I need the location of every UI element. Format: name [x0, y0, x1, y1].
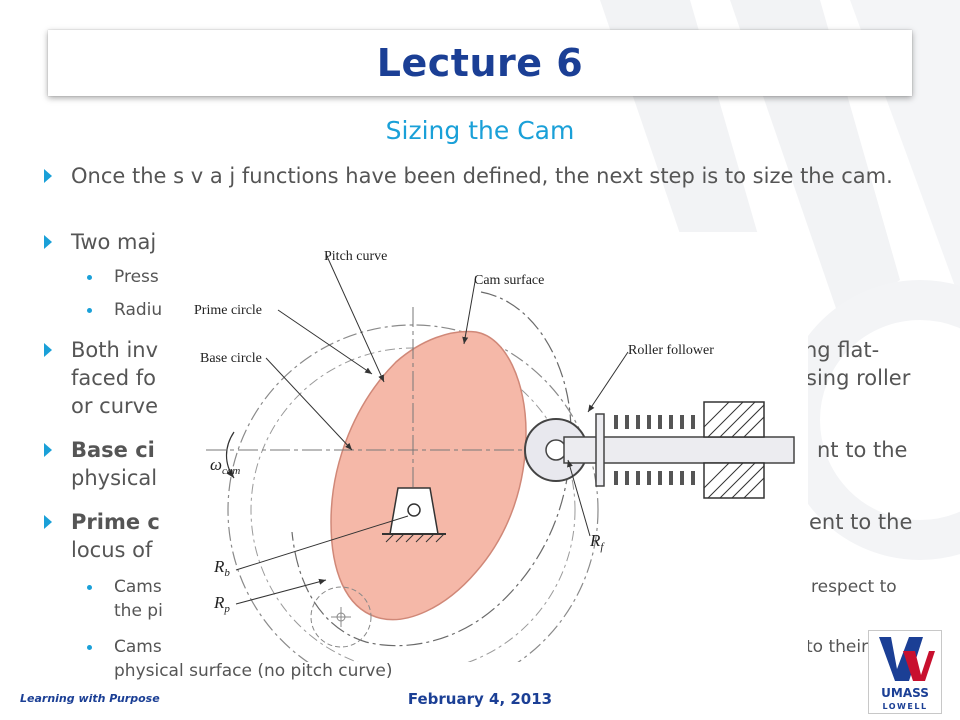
bullet-3-tail: ng flat-	[804, 338, 880, 362]
guide-housing-shape	[703, 401, 765, 499]
label-prime-circle: Prime circle	[194, 303, 262, 318]
cam-diagram: Pitch curve Cam surface Prime circle Bas…	[176, 232, 808, 662]
bullet-4-line-2: physical	[71, 466, 158, 490]
bullet-dot-icon	[87, 308, 92, 313]
bullet-3-line-2: faced fo	[71, 366, 156, 390]
bullet-1-text: Once the s v a j functions have been def…	[71, 164, 893, 188]
bullet-dot-icon	[87, 645, 92, 650]
bullet-2-text: Two maj	[71, 230, 157, 254]
logo-text-lowell: LOWELL	[882, 702, 927, 711]
sub-bullet-2-text: Radiu	[114, 300, 163, 320]
sub-bullet-4-text: Cams	[114, 637, 162, 657]
sub-bullet-4: Cams	[44, 636, 162, 659]
bullet-3-line-3: or curve	[71, 394, 158, 418]
bullet-3-text: Both inv	[71, 338, 159, 362]
label-omega: ωcam	[210, 455, 240, 477]
bullet-arrow-icon	[44, 515, 52, 529]
bullet-4: Base ci	[44, 436, 155, 464]
label-cam-surface: Cam surface	[474, 273, 544, 288]
bullet-3: Both inv	[44, 336, 158, 364]
sub-bullet-3: Cams	[44, 576, 162, 599]
bullet-1: Once the s v a j functions have been def…	[44, 162, 934, 190]
sub-bullet-3-line-2: the pi	[114, 601, 163, 621]
bullet-arrow-icon	[44, 443, 52, 457]
cam-surface-shape	[330, 330, 527, 621]
logo-icon: UMASS LOWELL	[879, 637, 935, 711]
title-banner: Lecture 6	[48, 30, 912, 96]
bullet-arrow-icon	[44, 235, 52, 249]
bullet-5-text: Prime c	[71, 510, 160, 534]
label-base-circle: Base circle	[200, 351, 262, 366]
slide-title: Lecture 6	[376, 41, 584, 85]
label-rb: Rb	[213, 557, 230, 579]
sub-bullet-1-text: Press	[114, 267, 159, 287]
label-pitch-curve: Pitch curve	[324, 249, 387, 264]
sub-bullet-2: Radiu	[44, 299, 162, 322]
spring-shape	[614, 415, 695, 485]
sub-bullet-4-line-2: physical surface (no pitch curve)	[114, 661, 393, 681]
bullet-arrow-icon	[44, 169, 52, 183]
bullet-arrow-icon	[44, 343, 52, 357]
pitch-curve-shape	[291, 291, 572, 647]
bullet-5-line-2: locus of	[71, 538, 153, 562]
bullet-2: Two maj	[44, 228, 156, 256]
logo-text-umass: UMASS	[881, 686, 929, 700]
label-rp: Rp	[213, 593, 230, 615]
sub-bullet-3-tail: respect to	[811, 577, 897, 597]
sub-bullet-1: Press	[44, 266, 159, 289]
sub-bullet-4-tail: to their	[806, 637, 869, 657]
bullet-4-text: Base ci	[71, 438, 155, 462]
footer-date: February 4, 2013	[407, 690, 553, 708]
bullet-5: Prime c	[44, 508, 160, 536]
label-rf: Rf	[589, 531, 605, 553]
bullet-dot-icon	[87, 585, 92, 590]
label-roller-follower: Roller follower	[628, 343, 714, 358]
bullet-3-line-2-tail: sing roller	[806, 366, 911, 390]
umass-lowell-logo: UMASS LOWELL	[868, 630, 942, 714]
cam-diagram-svg: Pitch curve Cam surface Prime circle Bas…	[194, 249, 795, 662]
bullet-5-tail: ent to the	[809, 510, 913, 534]
sub-bullet-3-text: Cams	[114, 577, 162, 597]
footer-tagline: Learning with Purpose	[20, 692, 160, 705]
bullet-dot-icon	[87, 275, 92, 280]
bullet-4-tail: nt to the	[817, 438, 908, 462]
slide-subtitle: Sizing the Cam	[385, 116, 575, 145]
prime-circle-shape	[227, 324, 599, 662]
